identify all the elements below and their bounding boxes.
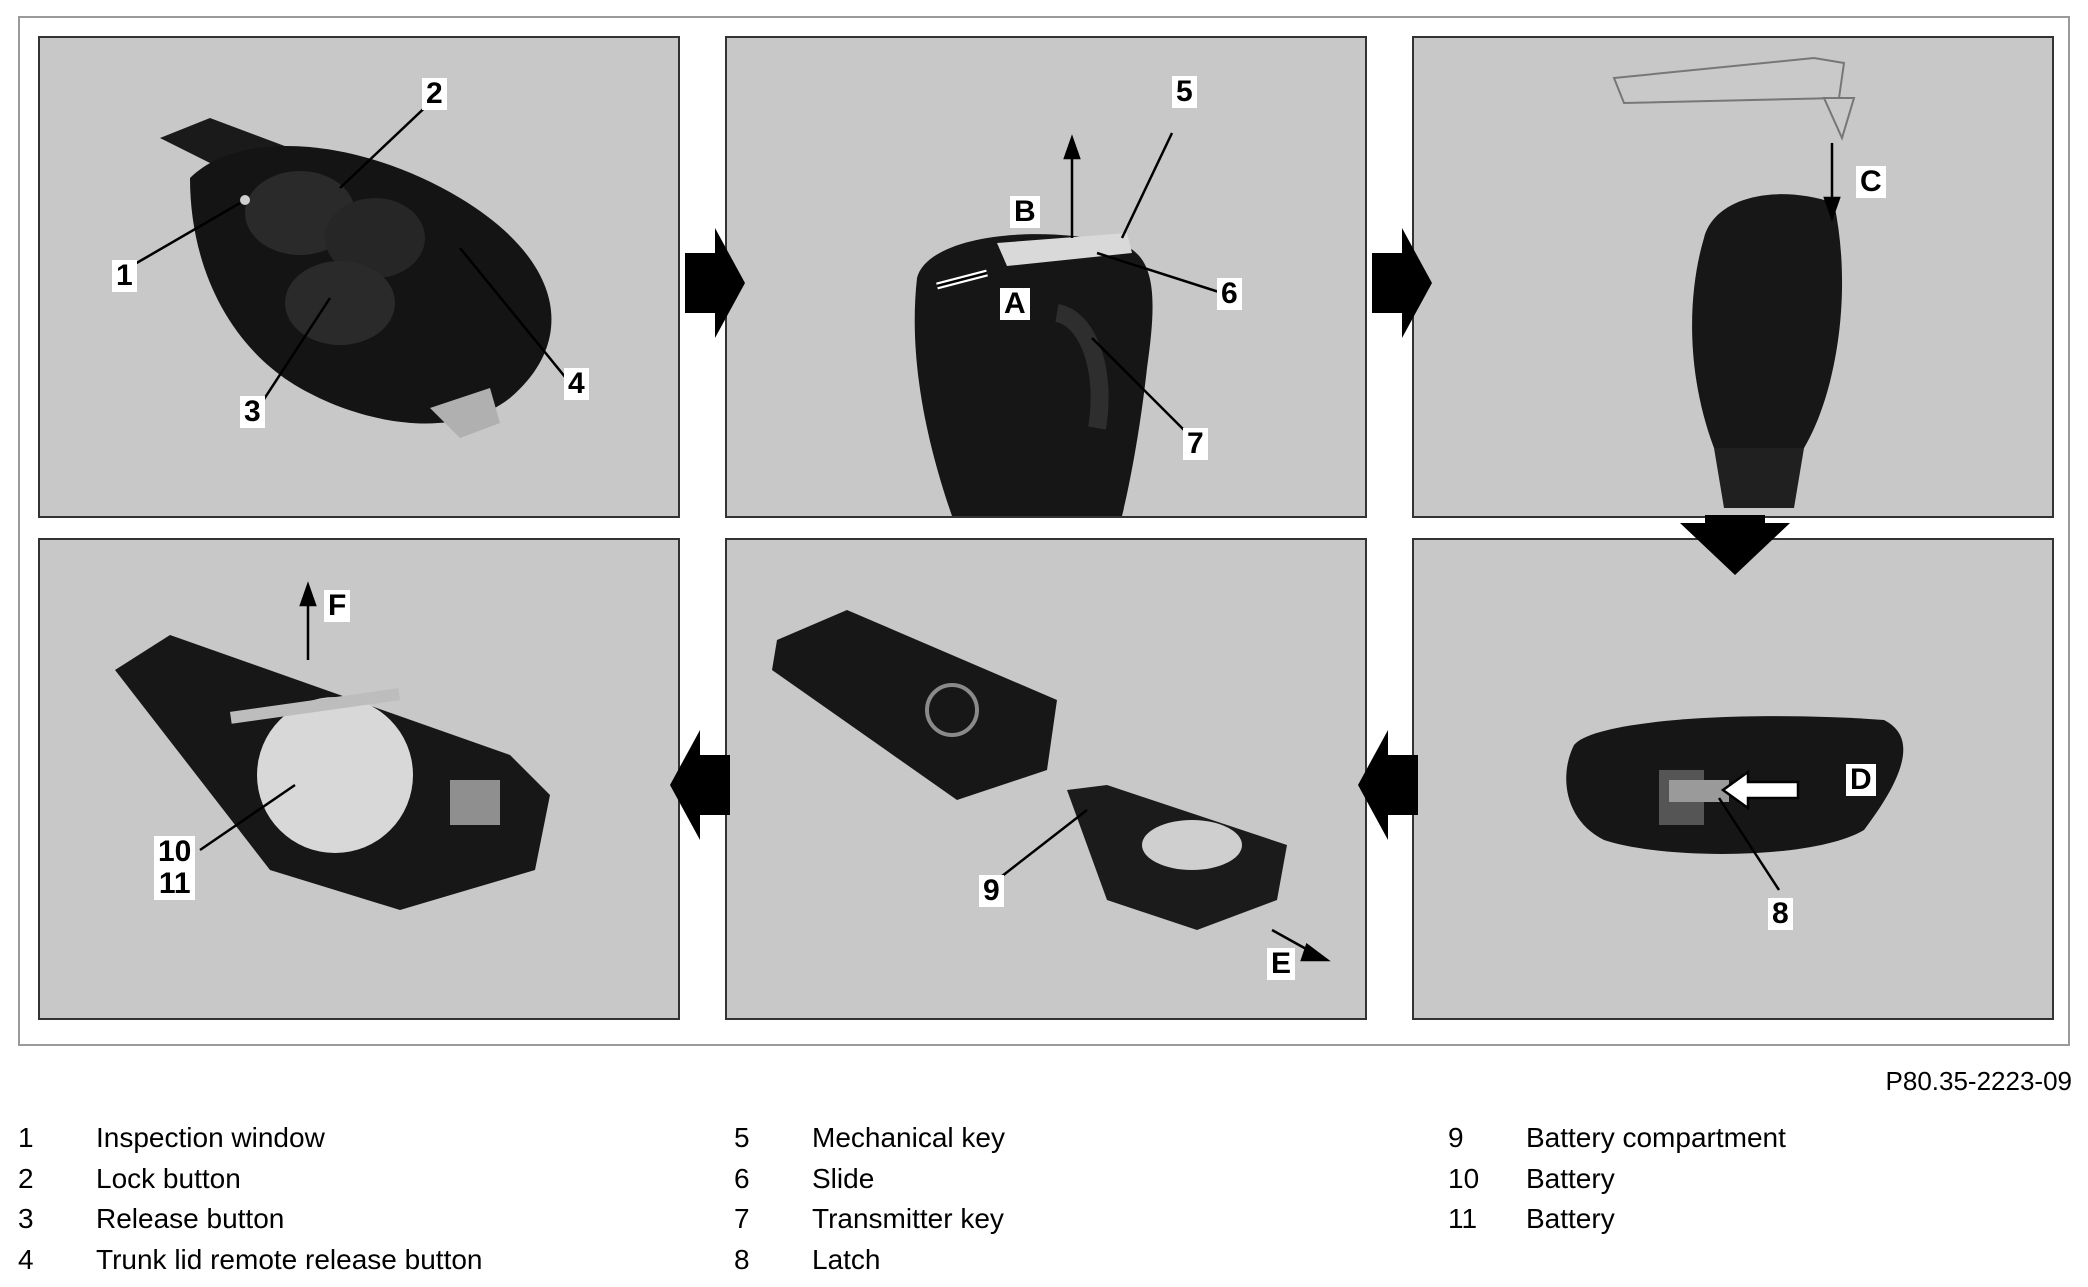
remove-battery-illustration [115, 581, 550, 910]
legend-label: Trunk lid remote release button [96, 1243, 483, 1275]
legend-item: 8 Latch [734, 1240, 1005, 1281]
legend-label: Battery [1526, 1203, 1615, 1234]
insert-key-illustration [1612, 56, 1856, 508]
legend-number: 5 [734, 1122, 750, 1153]
legend-number: 1 [18, 1122, 34, 1153]
panel-remove-mechanical-key: 5 6 7 A B [725, 36, 1367, 518]
legend-number: 8 [734, 1243, 750, 1275]
callout-8: 8 [1768, 898, 1793, 930]
panel-press-latch: D 8 [1412, 538, 2054, 1020]
legend-label: Transmitter key [812, 1203, 1004, 1234]
panel-remove-battery-compartment: 9 E [725, 538, 1367, 1020]
legend-label: Battery [1526, 1162, 1615, 1194]
legend-item: 7 Transmitter key [734, 1199, 1005, 1240]
legend-number: 6 [734, 1162, 750, 1194]
legend-number: 11 [1448, 1203, 1478, 1234]
legend-number: 2 [18, 1162, 34, 1194]
legend-label: Slide [812, 1162, 875, 1194]
arrow-right-icon [685, 228, 745, 338]
legend-item: 11 Battery [1448, 1199, 1786, 1240]
callout-2: 2 [422, 78, 447, 110]
press-latch-illustration [1566, 716, 1904, 891]
callout-A: A [1000, 288, 1030, 320]
callout-9: 9 [979, 875, 1004, 907]
legend-item: 6 Slide [734, 1159, 1005, 1200]
callout-B: B [1010, 196, 1040, 228]
legend-item: 9 Battery compartment [1448, 1118, 1786, 1159]
legend-item: 2 Lock button [18, 1159, 483, 1200]
legend-item: 4 Trunk lid remote release button [18, 1240, 483, 1281]
legend-column-1: 1 Inspection window 2 Lock button 3 Release… [18, 1118, 483, 1280]
legend-item: 5 Mechanical key [734, 1118, 1005, 1159]
legend-item: 10 Battery [1448, 1159, 1786, 1200]
callout-4: 4 [564, 368, 589, 400]
remove-key-illustration [914, 132, 1223, 516]
legend-label: Inspection window [96, 1122, 325, 1153]
legend-label: Latch [812, 1243, 881, 1275]
panel-remove-battery: F 10 11 [38, 538, 680, 1020]
callout-F: F [324, 590, 351, 622]
callout-1: 1 [112, 260, 137, 292]
callout-5: 5 [1172, 76, 1197, 108]
key-overview-illustration [127, 97, 571, 438]
callout-C: C [1856, 166, 1886, 198]
callout-E: E [1267, 948, 1296, 980]
legend-number: 10 [1448, 1162, 1480, 1194]
callout-D: D [1846, 764, 1876, 796]
callout-6: 6 [1217, 278, 1242, 310]
legend-number: 4 [18, 1243, 34, 1275]
legend-label: Release button [96, 1203, 285, 1234]
key-battery-diagram: 1 2 3 4 5 6 7 A B [18, 16, 2070, 1046]
callout-7: 7 [1183, 428, 1208, 460]
legend-label: Mechanical key [812, 1122, 1005, 1153]
remove-compartment-illustration [772, 610, 1331, 962]
legend-number: 7 [734, 1203, 750, 1234]
panel-key-overview: 1 2 3 4 [38, 36, 680, 518]
panel-insert-key: C [1412, 36, 2054, 518]
legend-item: 3 Release button [18, 1199, 483, 1240]
callout-3: 3 [240, 396, 265, 428]
legend-number: 3 [18, 1203, 34, 1234]
arrow-right-icon [1372, 228, 1432, 338]
legend-item: 1 Inspection window [18, 1118, 483, 1159]
arrow-down-icon [1680, 515, 1790, 575]
legend-label: Lock button [96, 1162, 241, 1194]
arrow-left-icon [670, 730, 730, 840]
legend-number: 9 [1448, 1122, 1464, 1153]
arrow-left-icon [1358, 730, 1418, 840]
figure-code: P80.35-2223-09 [1885, 1066, 2072, 1096]
legend-label: Battery compartment [1526, 1122, 1786, 1153]
callout-10-11: 10 11 [154, 836, 196, 900]
